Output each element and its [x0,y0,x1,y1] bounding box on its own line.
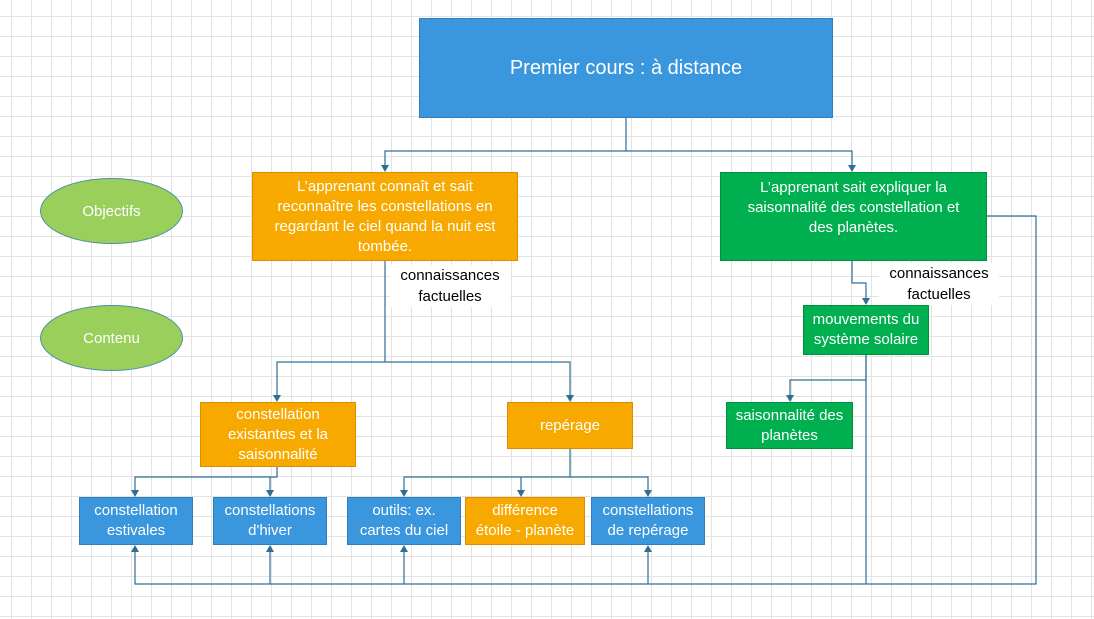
node-reperage[interactable]: repérage [507,402,633,449]
leaf-constellation-estivales[interactable]: constellation estivales [79,497,193,545]
edge-mouvements-to-saisonnalite [789,355,867,398]
edge-bus-to-leaves [269,549,649,584]
edge-reperage-to-leaves [403,449,649,493]
edge-objective-right-loop [134,215,1037,585]
leaf-outils-cartes-du-ciel[interactable]: outils: ex. cartes du ciel [347,497,461,545]
node-constellation-existantes[interactable]: constellation existantes et la saisonnal… [200,402,356,467]
edge-label-left: connaissances factuelles [390,265,510,307]
edge-label-right: connaissances factuelles [879,263,999,305]
edge-title-to-objectives [384,118,853,168]
objective-right-node[interactable]: L’apprenant sait expliquer la saisonnali… [720,172,987,261]
edge-existantes-to-leaves [134,467,278,493]
edge-objective-right-to-mouvements [851,261,867,301]
leaf-constellations-de-reperage[interactable]: constellations de repérage [591,497,705,545]
edge-objective-left-to-contents [276,261,571,398]
legend-contenu-ellipse[interactable]: Contenu [40,305,183,371]
legend-objectifs-ellipse[interactable]: Objectifs [40,178,183,244]
objective-left-node[interactable]: L’apprenant connaît et sait reconnaître … [252,172,518,261]
arrowheads [131,165,870,552]
leaf-constellations-hiver[interactable]: constellations d'hiver [213,497,327,545]
leaf-difference-etoile-planete[interactable]: différence étoile - planète [465,497,585,545]
node-saisonnalite-planetes[interactable]: saisonnalité des planètes [726,402,853,449]
node-mouvements-systeme-solaire[interactable]: mouvements du système solaire [803,305,929,355]
title-node[interactable]: Premier cours : à distance [419,18,833,118]
